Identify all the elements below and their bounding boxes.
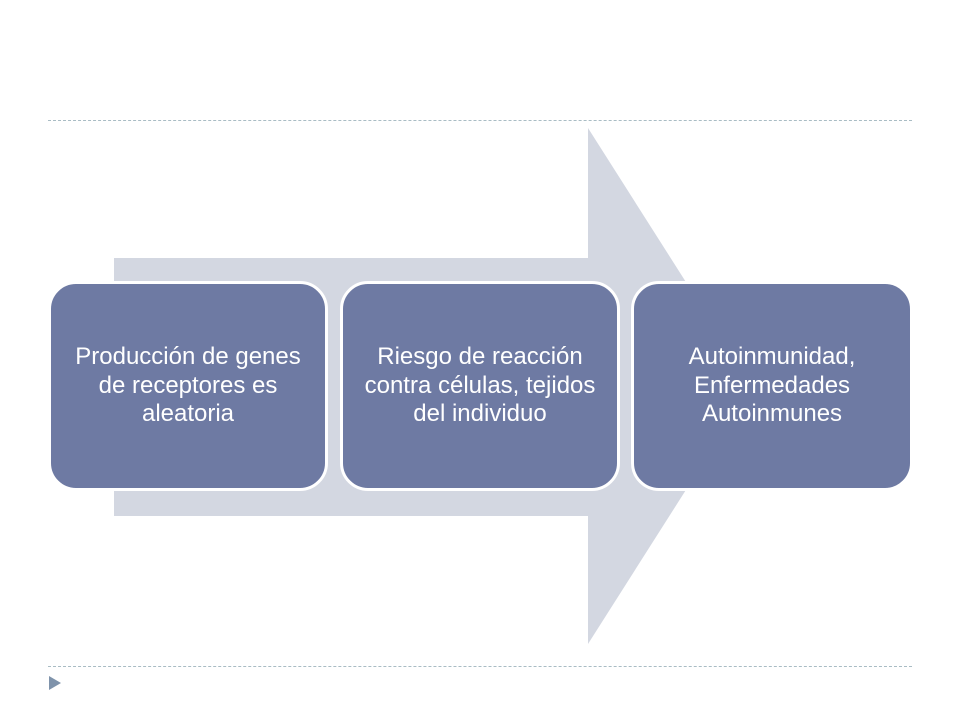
triangle-bullet-icon bbox=[49, 676, 61, 690]
process-step-2: Riesgo de reacción contra células, tejid… bbox=[340, 281, 620, 491]
process-step-1: Producción de genes de receptores es ale… bbox=[48, 281, 328, 491]
top-divider-line bbox=[48, 120, 912, 121]
bottom-divider-line bbox=[48, 666, 912, 667]
process-step-3-label: Autoinmunidad, Enfermedades Autoinmunes bbox=[688, 342, 856, 428]
process-step-2-label: Riesgo de reacción contra células, tejid… bbox=[364, 342, 596, 428]
process-step-3: Autoinmunidad, Enfermedades Autoinmunes bbox=[631, 281, 913, 491]
process-step-1-label: Producción de genes de receptores es ale… bbox=[75, 342, 301, 428]
